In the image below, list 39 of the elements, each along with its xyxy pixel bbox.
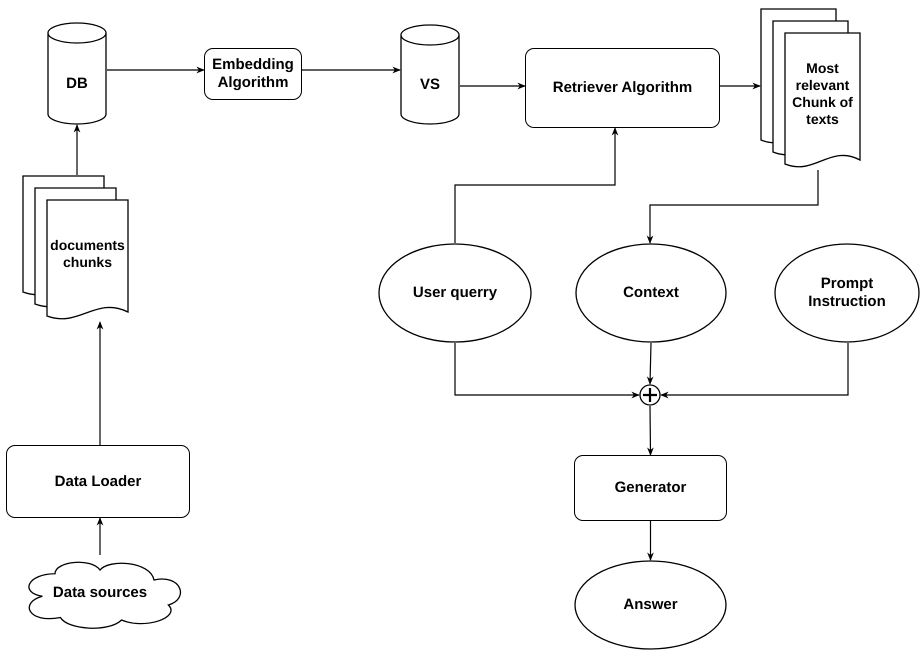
node-label: Context <box>622 284 680 302</box>
node-label: Data Loader <box>54 472 142 490</box>
node-label: User querry <box>412 284 498 302</box>
node-label: VS <box>418 76 441 94</box>
process-box <box>525 48 720 128</box>
process-box <box>204 48 302 100</box>
arrow <box>302 66 401 74</box>
node-label: documents chunks <box>49 236 126 270</box>
arrow <box>460 82 526 90</box>
ellipse-node <box>575 243 727 343</box>
arrow <box>646 342 654 385</box>
arrow <box>96 321 104 445</box>
process-box <box>6 445 190 518</box>
ellipse-node <box>574 560 727 650</box>
node-label: DB <box>65 74 89 92</box>
arrow <box>660 343 849 398</box>
document-stack <box>22 175 128 322</box>
node-label: Prompt Instruction <box>807 275 887 311</box>
node-label: Retriever Algorithm <box>552 79 694 97</box>
node-label: Generator <box>614 479 688 497</box>
database-cylinder <box>47 22 107 125</box>
process-box <box>574 455 727 521</box>
node-label: Embedding Algorithm <box>211 56 295 92</box>
node-label: Most relevant Chunk of texts <box>791 60 854 128</box>
arrow <box>647 521 654 561</box>
arrow <box>454 127 618 243</box>
node-label: Answer <box>622 596 679 614</box>
document-stack <box>760 8 860 170</box>
sum-junction <box>639 384 661 406</box>
arrow <box>454 343 640 398</box>
arrow <box>74 124 80 175</box>
arrow <box>720 82 761 90</box>
database-cylinder <box>400 24 460 125</box>
ellipse-node <box>378 243 532 343</box>
ellipse-node <box>774 243 920 343</box>
node-label: Data sources <box>52 584 148 602</box>
arrow <box>646 170 819 244</box>
arrow <box>647 406 654 456</box>
arrow <box>107 66 205 74</box>
